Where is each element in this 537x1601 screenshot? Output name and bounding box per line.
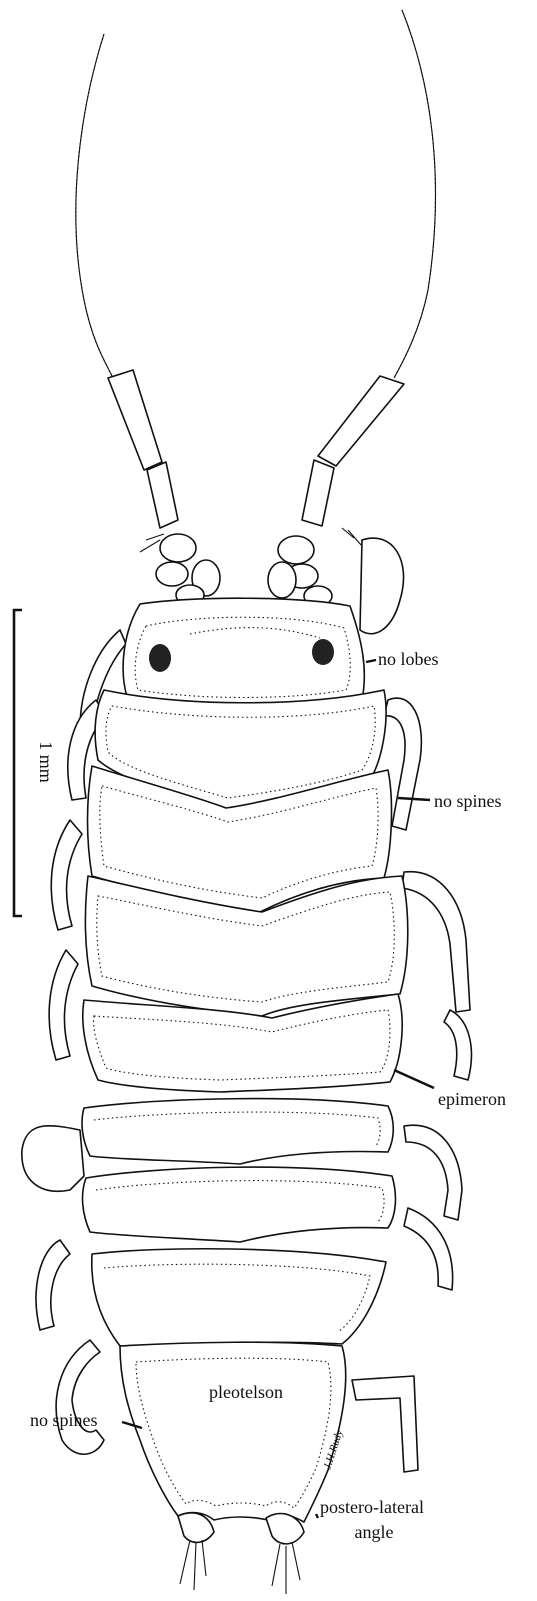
label-postero-lateral-line1: postero-lateral: [320, 1497, 424, 1517]
right-eye: [312, 639, 334, 665]
left-antenna: [76, 34, 178, 528]
label-no-lobes: no lobes: [378, 649, 439, 669]
scale-bar: 1 mm: [14, 610, 56, 916]
right-antenna: [302, 10, 435, 526]
left-eye: [149, 644, 171, 672]
antennules: [140, 528, 362, 606]
label-pleotelson: pleotelson: [209, 1382, 283, 1402]
pereonite-6: [83, 1167, 396, 1242]
pereonite-7: [92, 1249, 386, 1346]
label-no-spines-pereon: no spines: [434, 791, 502, 811]
uropods: [178, 1513, 304, 1594]
pereonite-5: [82, 1099, 393, 1164]
label-epimeron: epimeron: [438, 1089, 506, 1109]
label-postero-lateral-line2: angle: [355, 1522, 394, 1542]
head: [123, 598, 364, 708]
pleotelson: [120, 1342, 346, 1522]
scale-bar-label: 1 mm: [36, 741, 56, 783]
label-no-spines-pleotelson: no spines: [30, 1410, 98, 1430]
